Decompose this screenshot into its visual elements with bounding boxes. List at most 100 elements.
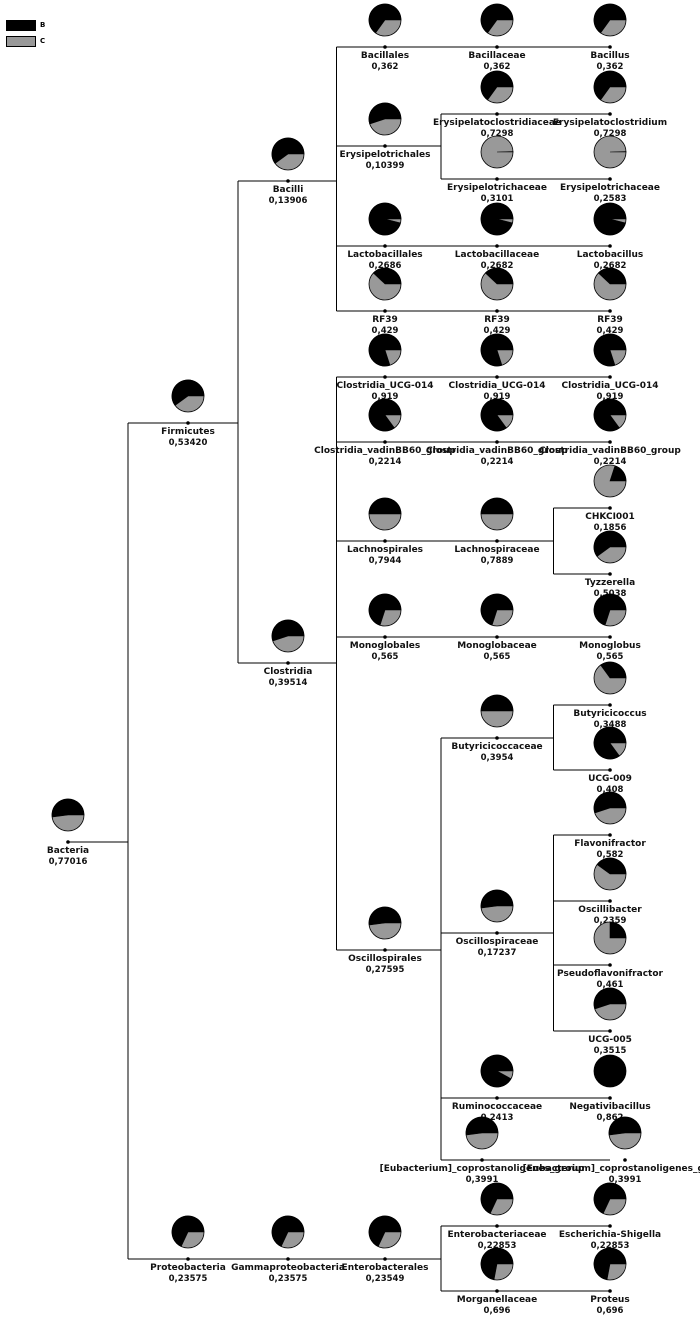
pie-slice-b bbox=[496, 151, 514, 153]
node-dot bbox=[608, 375, 612, 379]
node-name: Firmicutes bbox=[161, 427, 215, 437]
node-count: 0,582 bbox=[597, 850, 624, 860]
node-dot bbox=[495, 539, 499, 543]
node-name: Lachnospiraceae bbox=[454, 545, 539, 555]
pie-slice-b bbox=[368, 1215, 402, 1247]
node-dot bbox=[608, 1224, 612, 1228]
node-name: CHKCI001 bbox=[585, 512, 634, 522]
pie-slice-b bbox=[171, 379, 205, 406]
node-name: Monoglobus bbox=[579, 641, 641, 651]
node-name: Oscillibacter bbox=[578, 905, 642, 915]
node-count: 0,10399 bbox=[366, 161, 405, 171]
node-count: 0,7298 bbox=[481, 129, 514, 139]
pie-slice-b bbox=[600, 661, 627, 679]
node-name: RF39 bbox=[484, 315, 510, 325]
node-name: [Eubacterium]_coprostanoligenes_group bbox=[380, 1164, 585, 1174]
node-dot bbox=[495, 1289, 499, 1293]
node-name: Ruminococcaceae bbox=[452, 1102, 542, 1112]
pie-slice-b bbox=[593, 530, 627, 557]
node-name: Lachnospirales bbox=[347, 545, 423, 555]
node-dot bbox=[608, 1289, 612, 1293]
node-dot bbox=[495, 45, 499, 49]
node-count: 0,408 bbox=[597, 785, 624, 795]
node-count: 0,23549 bbox=[366, 1274, 405, 1284]
node-dot bbox=[608, 1029, 612, 1033]
node-dot bbox=[495, 375, 499, 379]
node-dot bbox=[608, 112, 612, 116]
node-name: UCG-005 bbox=[588, 1035, 632, 1045]
node-dot bbox=[383, 1257, 387, 1261]
node-dot bbox=[383, 440, 387, 444]
node-count: 0,2583 bbox=[594, 194, 627, 204]
node-count: 0,3991 bbox=[466, 1175, 499, 1185]
node-name: Bacillus bbox=[590, 51, 629, 61]
node-eubact_f: [Eubacterium]_coprostanoligenes_group0,3… bbox=[380, 1116, 585, 1185]
node-dot bbox=[383, 948, 387, 952]
node-dot bbox=[383, 309, 387, 313]
legend-swatch-c bbox=[6, 35, 36, 47]
node-name: Lactobacillus bbox=[577, 250, 644, 260]
node-name: Proteus bbox=[590, 1295, 629, 1305]
pie-slice-b bbox=[368, 497, 402, 515]
legend-item-b: B bbox=[6, 18, 45, 32]
node-dot bbox=[608, 177, 612, 181]
node-count: 0,696 bbox=[484, 1306, 511, 1316]
node-dot bbox=[480, 1158, 484, 1162]
node-count: 0,53420 bbox=[169, 438, 208, 448]
pie-slice-b bbox=[480, 497, 514, 515]
node-dot bbox=[383, 539, 387, 543]
node-count: 0,565 bbox=[484, 652, 511, 662]
node-count: 0,461 bbox=[597, 980, 624, 990]
node-count: 0,429 bbox=[484, 326, 511, 336]
node-count: 0,7298 bbox=[594, 129, 627, 139]
node-dot bbox=[623, 1158, 627, 1162]
node-count: 0,919 bbox=[372, 392, 399, 402]
pie-slice-b bbox=[609, 151, 627, 153]
node-name: Pseudoflavonifractor bbox=[557, 969, 663, 979]
node-dot bbox=[495, 1096, 499, 1100]
node-count: 0,2359 bbox=[594, 916, 627, 926]
node-dot bbox=[495, 177, 499, 181]
legend-swatch-b bbox=[6, 19, 36, 31]
node-name: Bacillaceae bbox=[468, 51, 525, 61]
node-dot bbox=[495, 635, 499, 639]
node-name: Erysipelatoclostridiaceae bbox=[433, 118, 561, 128]
pie-slice-b bbox=[593, 726, 627, 760]
legend-label-b: B bbox=[40, 21, 46, 29]
node-dot bbox=[608, 703, 612, 707]
pie-slice-b bbox=[368, 398, 402, 432]
pie-slice-b bbox=[593, 1247, 627, 1281]
node-name: Flavonifractor bbox=[574, 839, 646, 849]
node-dot bbox=[186, 421, 190, 425]
node-name: Clostridia_vadinBB60_group bbox=[314, 446, 456, 456]
node-name: Bacillales bbox=[361, 51, 409, 61]
pie-slice-b bbox=[368, 593, 402, 626]
node-dot bbox=[608, 963, 612, 967]
node-count: 0,919 bbox=[484, 392, 511, 402]
pie-slice-b bbox=[593, 791, 627, 814]
node-name: Erysipelotrichaceae bbox=[447, 183, 547, 193]
